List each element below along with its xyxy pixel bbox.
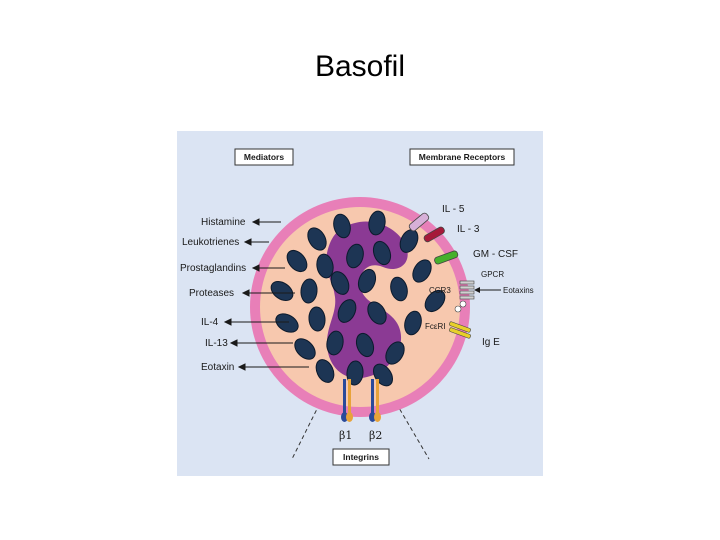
granule — [346, 243, 364, 269]
slide-title: Basofil — [314, 50, 406, 83]
il3-receptor — [423, 226, 445, 243]
granule — [307, 227, 327, 251]
mediator-prostaglandins: Prostaglandins — [180, 263, 246, 274]
integrin-beta1 — [341, 379, 353, 422]
integrin-head — [374, 412, 381, 422]
mediator-eotaxin: Eotaxin — [201, 362, 234, 373]
integrin-stalk — [348, 379, 351, 415]
receptor-gpcr: GPCR — [481, 270, 504, 279]
integrin-stalk — [376, 379, 379, 415]
arrow-head — [243, 238, 252, 246]
granule — [357, 268, 377, 294]
granule — [294, 338, 316, 360]
integrin-stalk — [371, 379, 374, 415]
granule — [412, 259, 432, 283]
arrow-head — [229, 339, 238, 347]
granule — [326, 330, 344, 356]
il5-receptor — [408, 212, 430, 232]
arrow-head — [237, 363, 246, 371]
mediator-histamine: Histamine — [201, 217, 246, 228]
granule — [346, 360, 364, 386]
arrow-head — [223, 318, 232, 326]
arrow-head — [241, 289, 250, 297]
granule — [315, 359, 335, 383]
arrow-head — [251, 218, 260, 226]
g-protein — [454, 305, 462, 313]
gpcr-receptor — [454, 280, 475, 313]
mediator-leukotrienes: Leukotrienes — [182, 237, 239, 248]
gpcr-helix — [459, 285, 475, 290]
granule — [275, 313, 299, 333]
granule — [372, 240, 392, 266]
receptor-il3: IL - 3 — [457, 224, 480, 235]
integrin-beta2 — [369, 379, 381, 422]
gpcr-helix — [459, 295, 475, 300]
arrow-head — [251, 264, 260, 272]
granule — [308, 306, 326, 332]
g-protein — [459, 300, 467, 308]
integrin-beta1-label: β1 — [339, 429, 352, 442]
receptor-ige: Ig E — [482, 337, 500, 348]
integrins-footer-box — [332, 448, 390, 466]
mediators-header: Mediators — [244, 152, 284, 162]
granule — [390, 276, 408, 302]
granule — [316, 253, 334, 279]
gpcr-helix — [459, 280, 475, 285]
granule — [404, 310, 422, 336]
integrin-head — [346, 412, 353, 422]
receptor-eotaxins: Eotaxins — [503, 286, 534, 295]
granule-group — [270, 210, 446, 387]
granule — [424, 289, 446, 313]
granule — [337, 299, 357, 323]
mediator-proteases: Proteases — [189, 288, 234, 299]
receptor-il5: IL - 5 — [442, 204, 465, 215]
integrins-footer: Integrins — [343, 452, 379, 462]
integrin-stalk — [343, 379, 346, 415]
receptors-header-box — [409, 148, 515, 166]
granule — [355, 332, 375, 358]
mediator-il4: IL-4 — [201, 317, 219, 328]
receptors-header: Membrane Receptors — [419, 152, 506, 162]
mediator-il13: IL-13 — [205, 338, 228, 349]
integrin-head — [369, 412, 376, 422]
granule — [286, 249, 308, 273]
integrin-head — [341, 412, 348, 422]
eotaxins-arrow-head — [474, 287, 480, 293]
basophil-diagram: Mediators Membrane Receptors Histamine L… — [177, 131, 543, 476]
mediator-arrows — [223, 218, 309, 371]
granule — [367, 301, 387, 325]
receptor-fceri: FcεRI — [425, 322, 445, 331]
fceri-chain — [449, 321, 471, 333]
granule — [330, 271, 350, 295]
granule — [300, 278, 318, 304]
granule — [368, 210, 386, 236]
granule — [385, 341, 405, 365]
gpcr-helix — [459, 290, 475, 295]
receptor-ccr3: CCR3 — [429, 286, 451, 295]
gmcsf-receptor — [434, 250, 459, 265]
integrin-beta2-label: β2 — [369, 429, 382, 442]
granule — [270, 280, 294, 302]
receptor-gmcsf: GM - CSF — [473, 249, 518, 260]
fceri-receptor — [449, 321, 471, 339]
granule — [333, 213, 351, 239]
mediators-header-box — [234, 148, 294, 166]
basophil-diagram-svg: Mediators Membrane Receptors Histamine L… — [177, 131, 543, 476]
fceri-chain — [449, 327, 471, 339]
